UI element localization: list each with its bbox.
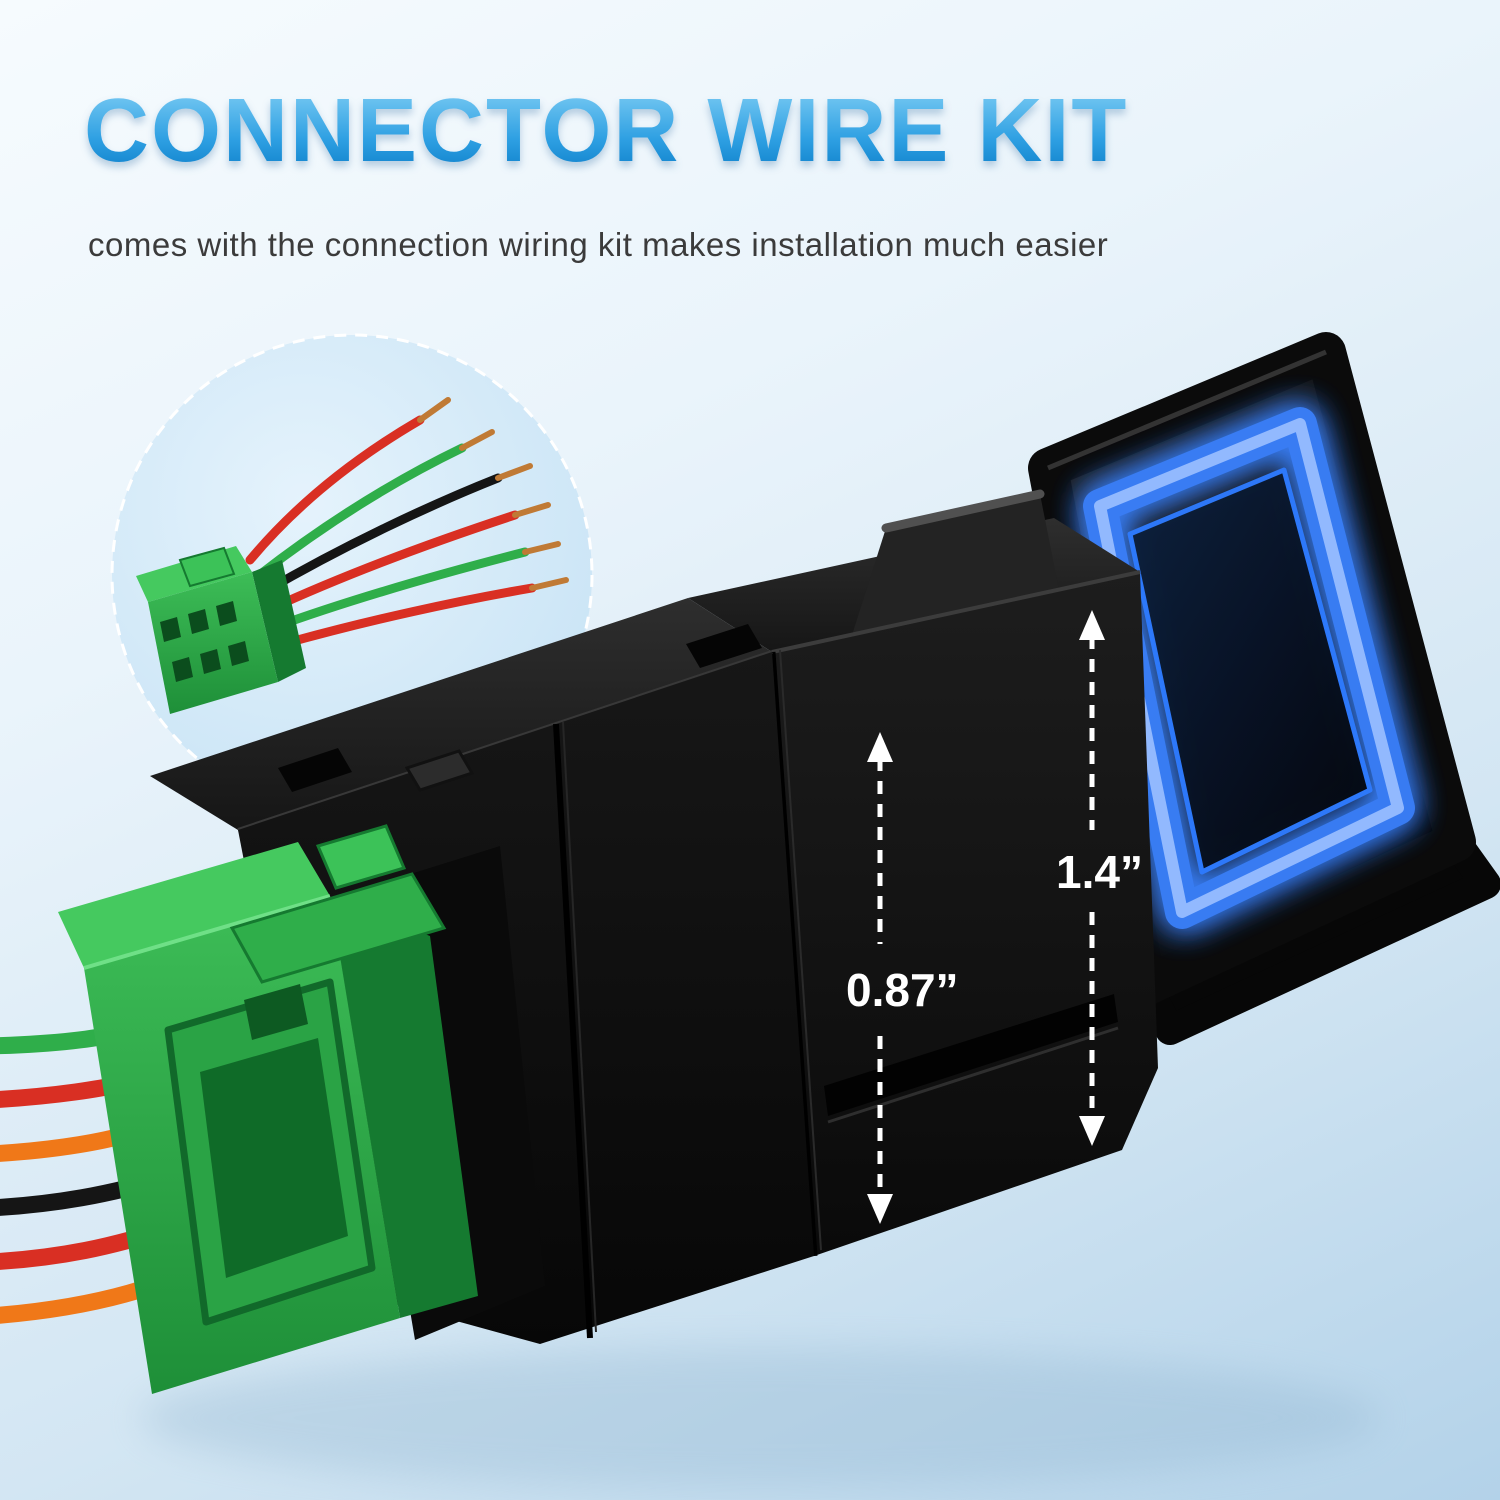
green-connector xyxy=(58,824,478,1394)
connector-side-face xyxy=(330,898,478,1318)
page-subtitle: comes with the connection wiring kit mak… xyxy=(88,226,1109,263)
switch-body xyxy=(150,489,1158,1344)
dimension-large-arrow-up xyxy=(1079,610,1105,640)
page-title: CONNECTOR WIRE KIT xyxy=(84,81,1129,181)
dimension-annotations: 0.87” 1.4” xyxy=(846,610,1143,1224)
rear-slot-right xyxy=(686,624,762,668)
dimension-small-label: 0.87” xyxy=(846,964,959,1016)
connector-front-recess xyxy=(200,1038,348,1278)
button-face xyxy=(1127,467,1373,875)
dimension-small-arrow-down xyxy=(867,1194,893,1224)
dimension-small: 0.87” xyxy=(846,732,959,1224)
dimension-small-arrow-up xyxy=(867,732,893,762)
dimension-large: 1.4” xyxy=(1056,610,1143,1146)
dimension-large-label: 1.4” xyxy=(1056,846,1143,898)
connector-latch-tab xyxy=(315,824,407,890)
middle-front-face xyxy=(772,572,1158,1256)
product-shadow xyxy=(140,1348,1380,1488)
dimension-large-arrow-down xyxy=(1079,1116,1105,1146)
inset-wires xyxy=(245,397,569,651)
connector-notch xyxy=(244,984,308,1040)
rear-slot-left xyxy=(278,748,352,792)
led-glow-core xyxy=(1094,418,1404,918)
groove-slot xyxy=(824,994,1118,1116)
connector-latch-arm xyxy=(229,872,447,984)
connector-top-face xyxy=(58,842,330,968)
inset-connector-pin-holes xyxy=(160,601,249,682)
inset-connector xyxy=(136,546,306,714)
rear-button-detail xyxy=(404,749,475,792)
